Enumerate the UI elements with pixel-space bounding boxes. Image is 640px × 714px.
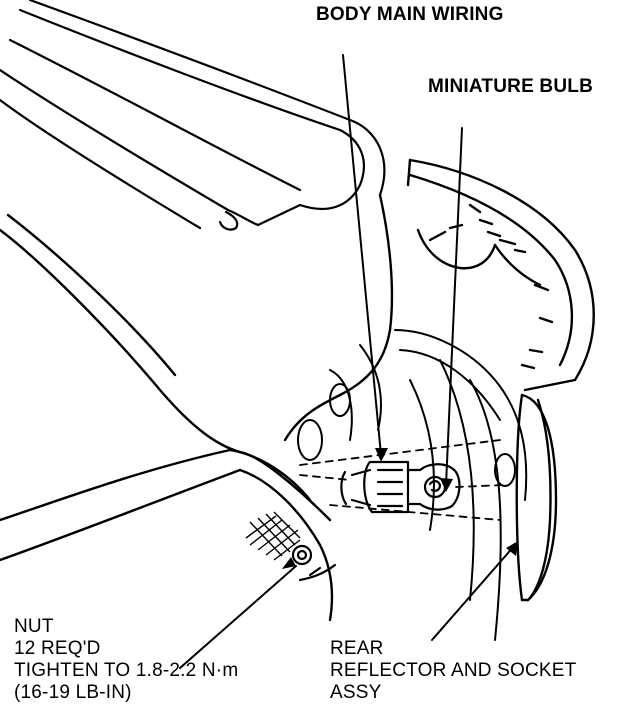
nut-torque-metric: TIGHTEN TO 1.8-2.2 N·m [14,660,239,681]
body-main-wiring-leader [342,54,382,456]
nut-callout: NUT 12 REQ'D TIGHTEN TO 1.8-2.2 N·m (16-… [14,616,238,704]
rear-reflector-line-2: REFLECTOR AND SOCKET [330,660,577,681]
body-main-wiring-label: BODY MAIN WIRING [316,4,504,25]
leader-lines [179,54,516,669]
miniature-bulb-label: MINIATURE BULB [428,76,593,97]
bulb-socket [340,460,410,514]
trunk-lid-panel [0,0,386,231]
nut [291,544,337,582]
rear-reflector-line-1: REAR [330,638,384,659]
leader-arrowheads [282,448,518,569]
exploded-view-guides [299,439,506,521]
hatched-surface [245,511,301,561]
rear-reflector-callout: REAR REFLECTOR AND SOCKET ASSY [330,638,576,704]
rear-reflector-assembly [515,393,558,602]
nut-label: NUT [14,616,54,637]
nut-torque-imperial: (16-19 LB-IN) [14,682,132,703]
nut-quantity: 12 REQ'D [14,638,101,659]
miniature-bulb-leader [445,127,463,486]
rear-reflector-line-3: ASSY [330,682,382,703]
nut-leader [179,565,297,669]
quarter-panel [0,193,394,622]
rear-reflector-leader [431,544,516,641]
tail-lamp-lens [406,158,595,392]
